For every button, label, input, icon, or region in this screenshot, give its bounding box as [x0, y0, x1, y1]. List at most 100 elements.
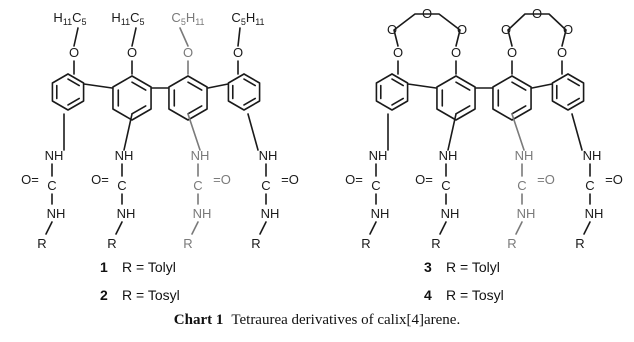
- carbonyl-oxygen-label: O=: [21, 172, 39, 187]
- aryl-n-bond: [187, 113, 201, 151]
- amide-nh-label: NH: [583, 148, 602, 163]
- r-group-definition: R = Tosyl: [446, 287, 504, 303]
- r-group-label: R: [431, 236, 440, 251]
- double-bond: [67, 78, 81, 87]
- aryl-n-bond: [123, 113, 133, 151]
- urea-nh-label: NH: [47, 206, 66, 221]
- r-group-label: R: [37, 236, 46, 251]
- methylene-bridge: [207, 83, 229, 89]
- r-group-label: R: [507, 236, 516, 251]
- n-r-bond: [45, 221, 53, 235]
- urea-nh-label: NH: [585, 206, 604, 221]
- compound-number: 4: [424, 287, 432, 303]
- r-group-definition: R = Tolyl: [122, 259, 176, 275]
- double-bond: [243, 97, 257, 106]
- n-r-bond: [259, 221, 267, 235]
- methylene-bridge: [83, 83, 113, 89]
- carbonyl-carbon-label: C: [441, 178, 450, 193]
- ether-oxygen-label: O: [69, 45, 79, 60]
- alkyl-o-bond: [131, 27, 137, 47]
- double-bond: [131, 81, 147, 91]
- crown-oxygen-label: O: [457, 22, 467, 37]
- carbonyl-carbon-label: C: [117, 178, 126, 193]
- double-bond: [391, 97, 405, 106]
- ether-oxygen-label: O: [451, 45, 461, 60]
- double-bond: [567, 97, 581, 106]
- carbonyl-oxygen-label: O=: [415, 172, 433, 187]
- carbonyl-oxygen-label: O=: [345, 172, 363, 187]
- r-group-label: R: [575, 236, 584, 251]
- aryl-ring: [551, 73, 585, 111]
- carbonyl-carbon-label: C: [261, 178, 270, 193]
- double-bond: [511, 105, 527, 115]
- double-bond: [187, 105, 203, 115]
- methylene-bridge: [531, 83, 553, 89]
- double-bond: [567, 78, 581, 87]
- n-r-bond: [115, 221, 123, 235]
- ether-oxygen-label: O: [127, 45, 137, 60]
- alkyl-o-bond: [237, 27, 241, 47]
- n-r-bond: [515, 221, 523, 235]
- aryl-n-bond: [571, 113, 583, 151]
- urea-nh-label: NH: [117, 206, 136, 221]
- aryl-ring: [492, 75, 532, 121]
- caption-label: Chart 1: [173, 312, 224, 328]
- r-group-label: R: [361, 236, 370, 251]
- amide-nh-label: NH: [515, 148, 534, 163]
- r-group-label: R: [251, 236, 260, 251]
- crown-ether-chain: [393, 13, 461, 47]
- amide-nh-label: NH: [115, 148, 134, 163]
- carbonyl-oxygen-label: =O: [605, 172, 623, 187]
- ether-oxygen-label: O: [183, 45, 193, 60]
- crown-oxygen-label: O: [422, 6, 432, 21]
- carbonyl-carbon-label: C: [585, 178, 594, 193]
- carbonyl-carbon-label: C: [371, 178, 380, 193]
- alkyl-o-bond: [73, 27, 79, 47]
- r-group-definition: R = Tolyl: [446, 259, 500, 275]
- n-r-bond: [583, 221, 591, 235]
- carbonyl-oxygen-label: =O: [281, 172, 299, 187]
- r-group-label: R: [183, 236, 192, 251]
- carbonyl-carbon-label: C: [517, 178, 526, 193]
- crown-oxygen-label: O: [563, 22, 573, 37]
- double-bond: [391, 78, 405, 87]
- compound-number: 2: [100, 287, 108, 303]
- double-bond: [187, 81, 203, 91]
- aryl-ring: [112, 75, 152, 121]
- amide-nh-label: NH: [45, 148, 64, 163]
- r-group-label: R: [107, 236, 116, 251]
- pentyl-group-label: C5H11: [171, 10, 204, 27]
- aryl-ring: [227, 73, 261, 111]
- ether-oxygen-label: O: [507, 45, 517, 60]
- ether-oxygen-label: O: [557, 45, 567, 60]
- pentyl-group-label: H11C5: [111, 10, 144, 27]
- double-bond: [67, 97, 81, 106]
- double-bond: [131, 105, 147, 115]
- aryl-ring: [375, 73, 409, 111]
- pentyl-group-label: C5H11: [231, 10, 264, 27]
- aryl-ring: [436, 75, 476, 121]
- urea-nh-label: NH: [261, 206, 280, 221]
- n-r-bond: [439, 221, 447, 235]
- double-bond: [511, 81, 527, 91]
- urea-nh-label: NH: [517, 206, 536, 221]
- methylene-bridge: [407, 83, 437, 89]
- amide-nh-label: NH: [439, 148, 458, 163]
- alkyl-o-bond: [179, 27, 189, 47]
- r-group-definition: R = Tosyl: [122, 287, 180, 303]
- carbonyl-oxygen-label: =O: [537, 172, 555, 187]
- amide-nh-label: NH: [259, 148, 278, 163]
- aryl-ring: [51, 73, 85, 111]
